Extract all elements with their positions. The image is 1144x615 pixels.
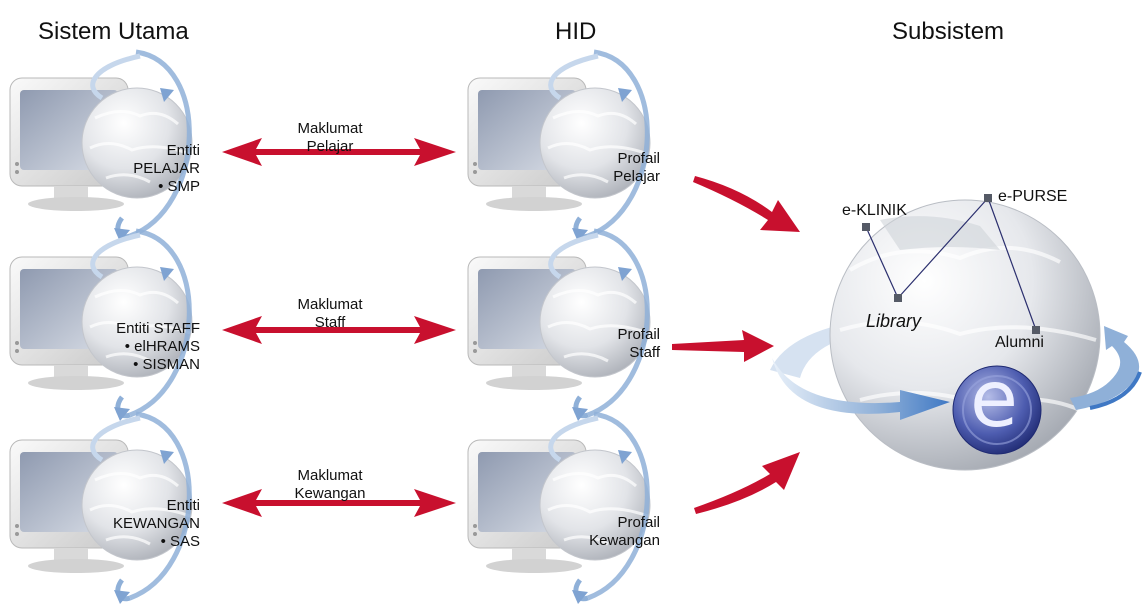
entity-pelajar-line-3: • SMP bbox=[158, 178, 200, 195]
entity-kewangan-line-3: • SAS bbox=[160, 533, 200, 550]
node-markers bbox=[862, 194, 1040, 334]
subsystem-library-label: Library bbox=[866, 311, 922, 331]
flow-arrow-bottom bbox=[694, 452, 800, 514]
info-staff-label: Maklumat Staff bbox=[290, 296, 370, 332]
profile-pelajar-line-2: Pelajar bbox=[613, 168, 660, 185]
subsystem-globe bbox=[770, 194, 1142, 471]
info-pelajar-line-1: Maklumat bbox=[297, 120, 363, 137]
double-arrow-staff bbox=[222, 316, 456, 344]
connector-lines bbox=[865, 197, 1037, 331]
info-pelajar-line-2: Pelajar bbox=[306, 138, 354, 155]
profile-staff-label: Profail Staff bbox=[580, 326, 660, 362]
entity-pelajar-line-2: PELAJAR bbox=[133, 160, 200, 177]
info-kewangan-line-1: Maklumat bbox=[297, 467, 363, 484]
double-arrow-kewangan bbox=[222, 489, 456, 517]
entity-pelajar-label: Entiti PELAJAR • SMP bbox=[110, 142, 200, 196]
entity-staff-label: Entiti STAFF • elHRAMS • SISMAN bbox=[96, 320, 200, 374]
heading-hid: HID bbox=[555, 18, 597, 45]
entity-pelajar-line-1: Entiti bbox=[166, 142, 200, 159]
heading-main-system: Sistem Utama bbox=[38, 18, 189, 45]
e-logo-icon bbox=[952, 365, 1042, 455]
profile-pelajar-line-1: Profail bbox=[617, 150, 660, 167]
info-kewangan-label: Maklumat Kewangan bbox=[282, 467, 378, 503]
entity-kewangan-line-1: Entiti bbox=[166, 497, 200, 514]
info-staff-line-2: Staff bbox=[314, 314, 346, 331]
info-kewangan-line-2: Kewangan bbox=[294, 485, 366, 502]
entity-staff-line-3: • SISMAN bbox=[133, 356, 200, 373]
flow-arrows bbox=[672, 176, 800, 514]
profile-kewangan-line-2: Kewangan bbox=[589, 532, 660, 549]
subsystem-epurse-label: e-PURSE bbox=[998, 188, 1068, 205]
entity-staff-line-1: Entiti STAFF bbox=[116, 320, 200, 337]
profile-kewangan-label: Profail Kewangan bbox=[560, 514, 660, 550]
flow-arrow-mid bbox=[672, 330, 774, 362]
flow-arrow-top bbox=[693, 176, 800, 232]
monitor-globe-profail-pelajar-icon bbox=[468, 52, 650, 242]
e-logo-letter: e bbox=[970, 355, 1018, 445]
heading-subsystem: Subsistem bbox=[892, 18, 1005, 45]
entity-kewangan-label: Entiti KEWANGAN • SAS bbox=[96, 497, 200, 551]
profile-kewangan-line-1: Profail bbox=[617, 514, 660, 531]
info-staff-line-1: Maklumat bbox=[297, 296, 363, 313]
profile-pelajar-label: Profail Pelajar bbox=[580, 150, 660, 186]
double-arrow-pelajar bbox=[222, 138, 456, 166]
entity-staff-line-2: • elHRAMS bbox=[124, 338, 200, 355]
profile-staff-line-2: Staff bbox=[629, 344, 660, 361]
profile-staff-line-1: Profail bbox=[617, 326, 660, 343]
entity-kewangan-line-2: KEWANGAN bbox=[113, 515, 200, 532]
info-pelajar-label: Maklumat Pelajar bbox=[290, 120, 370, 156]
double-arrows bbox=[222, 138, 456, 517]
monitor-globe-profail-kewangan-icon bbox=[468, 414, 650, 604]
subsystem-alumni-label: Alumni bbox=[995, 334, 1044, 351]
subsystem-eklinik-label: e-KLINIK bbox=[842, 202, 907, 219]
